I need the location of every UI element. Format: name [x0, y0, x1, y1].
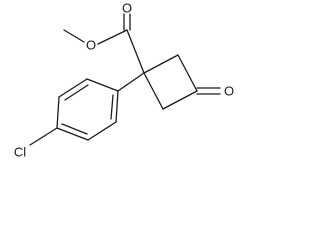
ester-o-to-carbonyl-bond [97, 29, 128, 45]
ring-bond-left [143, 72, 164, 110]
ester-oxygen-label: O [86, 38, 96, 53]
carbonyl-to-quaternary-bond [126, 29, 145, 74]
benzene-inner-bond-b [61, 123, 88, 135]
benzene-bond-1 [86, 78, 119, 92]
benzene-bond-3 [56, 96, 60, 129]
ketone-oxygen-label: O [224, 84, 234, 99]
chloro-bond [29, 127, 58, 146]
methyl-bond [63, 29, 85, 43]
chemical-structure: O O O Cl [14, 1, 234, 160]
benzene-inner-bond-a [64, 84, 89, 101]
benzene-bond-2 [58, 78, 88, 98]
benzene-bond-4 [56, 127, 89, 141]
benzene-bond-5 [87, 121, 117, 141]
ring-bond-right [177, 54, 198, 92]
benzene-inner-bond-c [110, 94, 114, 120]
ring-bond-top [143, 54, 179, 74]
chlorine-label: Cl [14, 145, 26, 160]
carbonyl-oxygen-label: O [122, 1, 132, 16]
ring-bond-bottom [162, 90, 198, 110]
benzene-bond-6 [115, 90, 119, 123]
quaternary-to-aryl-bond [117, 72, 145, 92]
